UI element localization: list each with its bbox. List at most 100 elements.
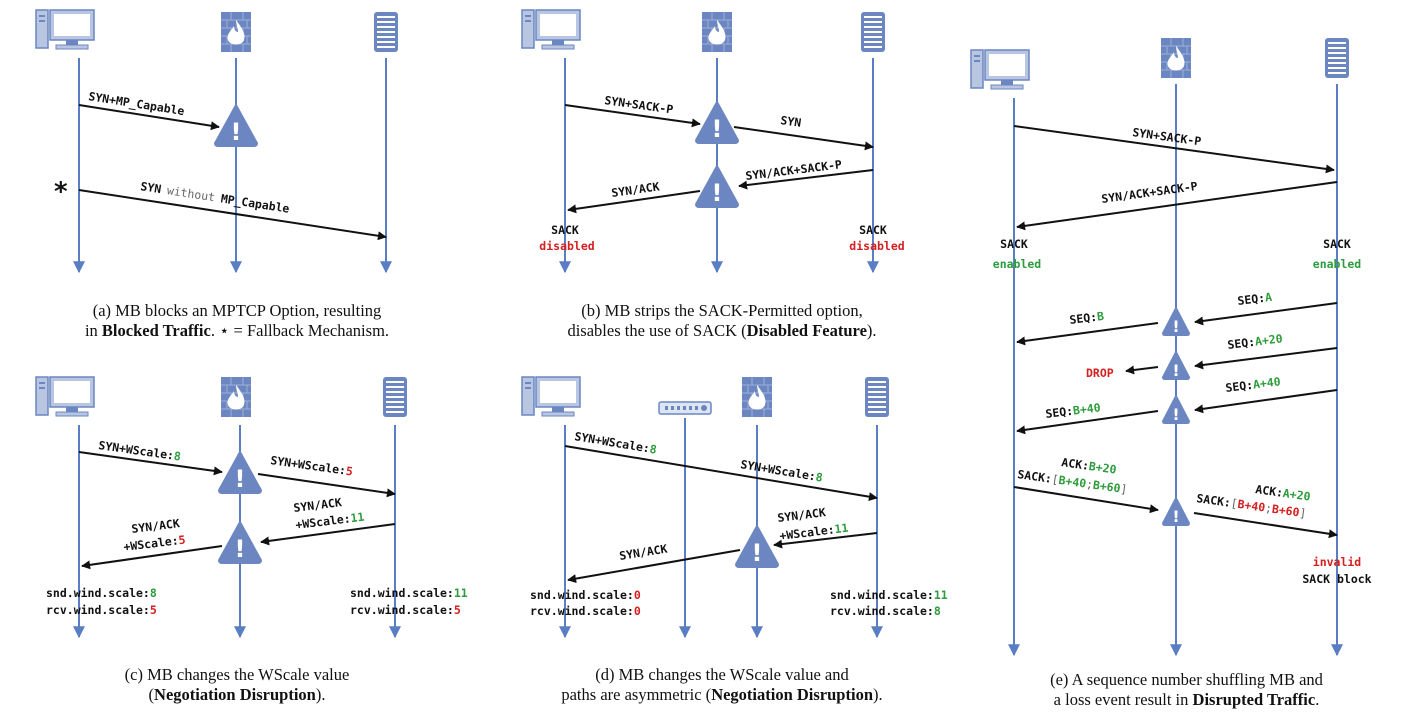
caption-d-line1: (d) MB changes the WScale value and bbox=[595, 665, 849, 684]
caption-b-line2: disables the use of SACK (Disabled Featu… bbox=[567, 321, 877, 340]
arrow-syn-without-mp-capable bbox=[78, 189, 387, 241]
diagram-b: SYN+SACK-P SYN SYN/ACK+SACK-P SYN/ACK SA… bbox=[521, 9, 905, 274]
arrow-seq-b bbox=[1016, 322, 1159, 346]
left-rcv-wind-scale: rcv.wind.scale:5 bbox=[46, 603, 157, 617]
firewall-icon bbox=[701, 11, 733, 53]
arrow-syn-ack-wscale-5 bbox=[81, 545, 223, 570]
drop-label: DROP bbox=[1086, 366, 1114, 380]
arrow-drop bbox=[1125, 365, 1159, 375]
arrow-syn-sack-p bbox=[564, 104, 701, 128]
msg-sack-right: SACK:[B+40;B+60] bbox=[1196, 491, 1308, 520]
msg-syn-ack-2: SYN/ACK bbox=[618, 542, 668, 563]
msg-ack-b20: ACK:B+20 bbox=[1061, 455, 1118, 477]
client-pc-icon bbox=[970, 49, 1030, 90]
diagram-c: SYN+WScale:8 SYN+WScale:5 SYN/ACK +WScal… bbox=[35, 376, 468, 639]
caption-e-line2: a loss event result in Disrupted Traffic… bbox=[1053, 690, 1320, 709]
warning-icon bbox=[695, 100, 739, 144]
warning-icon bbox=[218, 450, 262, 494]
diagram-e: SYN+SACK-P SYN/ACK+SACK-P SACK enabled S… bbox=[970, 37, 1372, 657]
left-disabled-label: disabled bbox=[539, 239, 594, 253]
arrow-syn-wscale-8-asymmetric bbox=[564, 445, 878, 502]
msg-seq-a40: SEQ:A+40 bbox=[1225, 374, 1282, 395]
caption-d-line2: paths are asymmetric (Negotiation Disrup… bbox=[561, 685, 883, 704]
caption-e: (e) A sequence number shuffling MB and a… bbox=[968, 670, 1405, 710]
diagram-d: SYN+WScale:8 SYN+WScale:8 SYN/ACK +WScal… bbox=[521, 376, 948, 639]
msg-seq-a: SEQ:A bbox=[1237, 290, 1273, 308]
msg-wscale-5: +WScale:5 bbox=[123, 532, 187, 553]
arrow-syn-ack-sack-p bbox=[1016, 181, 1338, 231]
fallback-star: * bbox=[54, 177, 68, 207]
right-sack-label: SACK bbox=[859, 223, 887, 237]
msg-sack-left: SACK:[B+40;B+60] bbox=[1017, 467, 1129, 496]
right-sack-label: SACK bbox=[1323, 237, 1351, 251]
msg-seq-b40: SEQ:B+40 bbox=[1045, 400, 1102, 421]
arrow-syn-ack-wscale-11 bbox=[773, 532, 878, 549]
left-snd-wind-scale: snd.wind.scale:0 bbox=[530, 588, 641, 602]
server-icon bbox=[383, 377, 407, 417]
msg-syn-ack-1: SYN/ACK bbox=[777, 505, 827, 525]
client-pc-icon bbox=[521, 9, 581, 50]
right-snd-wind-scale: snd.wind.scale:11 bbox=[350, 586, 468, 600]
msg-syn-wscale-8-b: SYN+WScale:8 bbox=[740, 457, 824, 485]
arrow-seq-a20 bbox=[1194, 347, 1338, 370]
warning-icon bbox=[1162, 394, 1190, 424]
sack-block-label: SACK block bbox=[1302, 572, 1371, 586]
left-rcv-wind-scale: rcv.wind.scale:0 bbox=[530, 604, 641, 618]
left-snd-wind-scale: snd.wind.scale:8 bbox=[46, 586, 157, 600]
client-pc-icon bbox=[35, 376, 95, 417]
client-pc-icon bbox=[521, 376, 581, 417]
server-icon bbox=[861, 12, 885, 52]
caption-d: (d) MB changes the WScale value and path… bbox=[478, 665, 966, 705]
msg-seq-a20: SEQ:A+20 bbox=[1227, 331, 1284, 352]
firewall-icon bbox=[741, 376, 773, 418]
msg-syn-sack-p: SYN+SACK-P bbox=[604, 93, 675, 117]
warning-icon bbox=[735, 524, 779, 568]
msg-syn-ack-2: SYN/ACK bbox=[131, 516, 181, 536]
caption-a-line2: in Blocked Traffic. ⋆ = Fallback Mechani… bbox=[84, 321, 390, 340]
arrow-seq-a40 bbox=[1194, 389, 1338, 414]
switch-icon bbox=[658, 401, 712, 415]
invalid-label: invalid bbox=[1313, 555, 1362, 569]
caption-c: (c) MB changes the WScale value (Negotia… bbox=[0, 665, 474, 705]
right-disabled-label: disabled bbox=[849, 239, 904, 253]
caption-b: (b) MB strips the SACK-Permitted option,… bbox=[478, 301, 966, 341]
right-rcv-wind-scale: rcv.wind.scale:5 bbox=[350, 603, 461, 617]
msg-syn: SYN bbox=[780, 113, 803, 130]
arrow-syn-sack-p bbox=[1013, 125, 1335, 174]
caption-a: (a) MB blocks an MPTCP Option, resulting… bbox=[0, 301, 474, 341]
msg-ack-a20: ACK:A+20 bbox=[1255, 482, 1312, 504]
firewall-icon bbox=[1160, 37, 1192, 79]
arrow-syn-wscale-8 bbox=[78, 451, 223, 476]
right-rcv-wind-scale: rcv.wind.scale:8 bbox=[830, 604, 941, 618]
arrow-seq-a bbox=[1194, 302, 1338, 326]
msg-syn-ack-1: SYN/ACK bbox=[293, 495, 343, 515]
msg-syn-ack: SYN/ACK bbox=[610, 179, 660, 200]
firewall-icon bbox=[220, 376, 252, 418]
warning-icon bbox=[695, 164, 739, 208]
left-sack-label: SACK bbox=[1000, 237, 1028, 251]
client-pc-icon bbox=[35, 9, 95, 50]
arrow-syn-mp-capable bbox=[78, 104, 220, 131]
warning-icon bbox=[1162, 350, 1190, 380]
warning-icon bbox=[1162, 306, 1190, 336]
firewall-icon bbox=[220, 11, 252, 53]
msg-syn-sack-p: SYN+SACK-P bbox=[1132, 125, 1203, 148]
arrow-syn-ack-sack-p bbox=[738, 169, 874, 190]
left-enabled-label: enabled bbox=[993, 257, 1042, 271]
arrow-syn-ack-wscale-11 bbox=[260, 523, 396, 546]
caption-a-line1: (a) MB blocks an MPTCP Option, resulting bbox=[92, 301, 382, 320]
caption-e-line1: (e) A sequence number shuffling MB and bbox=[1050, 670, 1323, 689]
msg-seq-b: SEQ:B bbox=[1069, 309, 1105, 327]
msg-syn-ack-sack-p: SYN/ACK+SACK-P bbox=[1101, 179, 1199, 206]
arrow-syn-wscale-5 bbox=[257, 473, 396, 498]
right-enabled-label: enabled bbox=[1313, 257, 1362, 271]
server-icon bbox=[865, 377, 889, 417]
server-icon bbox=[374, 12, 398, 52]
caption-b-line1: (b) MB strips the SACK-Permitted option, bbox=[581, 301, 863, 320]
msg-wscale-11: +WScale:11 bbox=[295, 510, 366, 532]
left-sack-label: SACK bbox=[551, 223, 579, 237]
warning-icon bbox=[218, 520, 262, 564]
msg-syn-wscale-8-a: SYN+WScale:8 bbox=[574, 429, 658, 457]
